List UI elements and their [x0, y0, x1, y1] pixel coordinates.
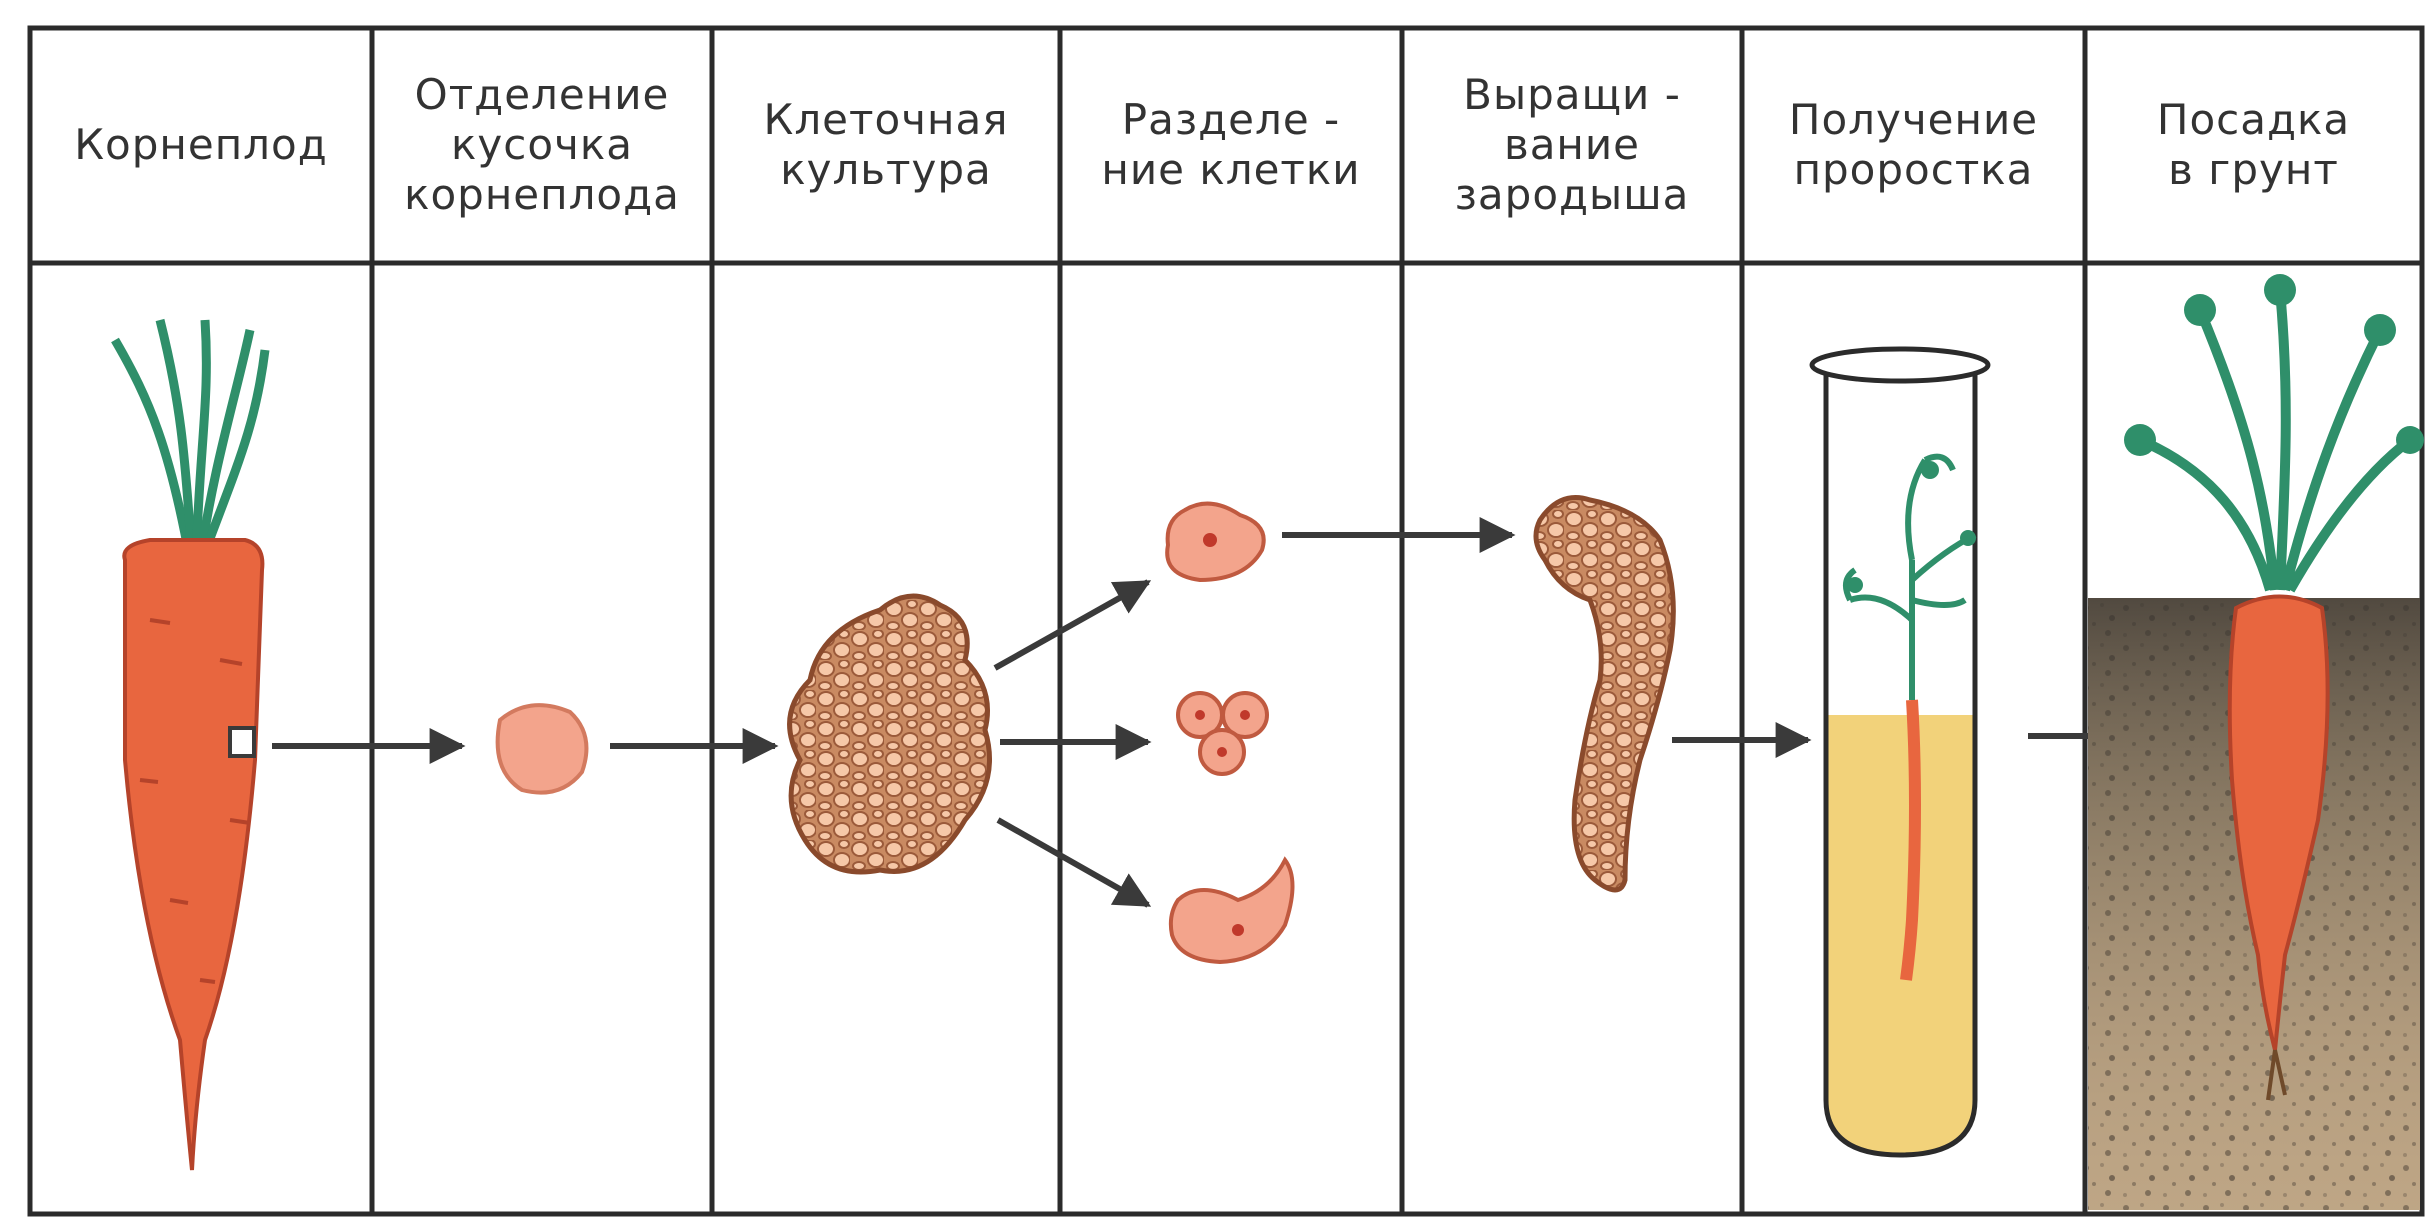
header-sprout: Получение проростка: [1742, 30, 2085, 260]
arrow-culture-to-cell-top: [995, 582, 1148, 668]
header-culture: Клеточная культура: [712, 30, 1060, 260]
single-cell-top: [1167, 504, 1264, 580]
root-piece-illustration: [498, 705, 587, 793]
arrow-culture-to-cell-bottom: [998, 820, 1148, 905]
single-cell-bottom: [1171, 860, 1293, 962]
header-separation: Разделе - ние клетки: [1060, 30, 1402, 260]
planted-carrot-illustration: [2088, 274, 2424, 1210]
cell-culture-illustration: [790, 596, 990, 872]
header-piece: Отделение кусочка корнеплода: [372, 30, 712, 260]
header-embryo: Выращи - вание зародыша: [1402, 30, 1742, 260]
test-tube-sprout-illustration: [1812, 349, 1988, 1155]
embryo-illustration: [1536, 498, 1673, 891]
cell-cluster-middle: [1178, 693, 1267, 774]
carrot-whole-illustration: [115, 320, 265, 1170]
header-root: Корнеплод: [30, 30, 372, 260]
header-planting: Посадка в грунт: [2085, 30, 2422, 260]
